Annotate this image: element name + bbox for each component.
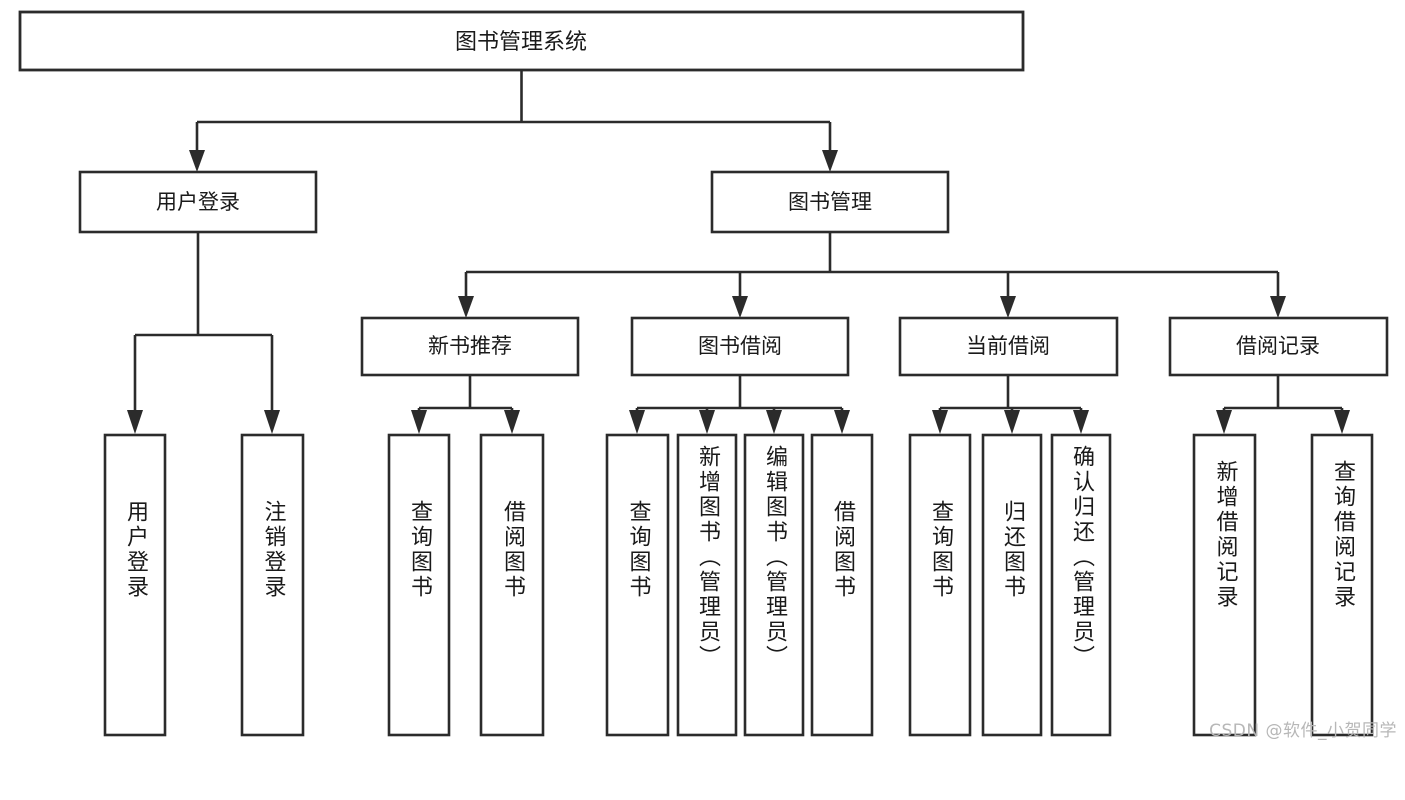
node-root-box[interactable] [18, 10, 1025, 72]
node-book-borrow-box[interactable] [630, 316, 850, 377]
leaf-box-user-login-2[interactable] [240, 433, 305, 737]
arrowhead-current-borrow-leaf-3 [1073, 410, 1089, 434]
leaf-box-book-borrow-4[interactable] [810, 433, 874, 737]
arrowhead-book-mgmt [822, 150, 838, 172]
leaf-box-new-book-rec-1[interactable] [387, 433, 451, 737]
node-book-mgmt-label: 图书管理 [788, 190, 872, 214]
arrowhead-user-login [189, 150, 205, 172]
connector-layer [127, 70, 1350, 434]
leaf-box-current-borrow-3[interactable] [1050, 433, 1112, 737]
watermark-text: CSDN @软件_小贺同学 [1209, 721, 1397, 741]
arrowhead-borrow-record-leaf-1 [1216, 410, 1232, 434]
diagram-canvas: 图书管理系统 用户登录 图书管理 新书推荐 图书借阅 当前借阅 借阅记录 [18, 10, 1389, 737]
leaf-box-user-login-1[interactable] [103, 433, 167, 737]
node-user-login-box[interactable] [78, 170, 318, 234]
arrowhead-new-book-rec-leaf-2 [504, 410, 520, 434]
leaf-box-book-borrow-3[interactable] [743, 433, 805, 737]
arrowhead-book-borrow-leaf-1 [629, 410, 645, 434]
functional-structure-diagram: 图书管理系统 用户登录 图书管理 新书推荐 图书借阅 当前借阅 借阅记录 [18, 10, 1397, 741]
arrowhead-book-borrow-leaf-4 [834, 410, 850, 434]
arrowhead-borrow-record [1270, 296, 1286, 318]
leaf-box-borrow-record-1[interactable] [1192, 433, 1257, 737]
arrowhead-user-login-leaf-2 [264, 410, 280, 434]
node-layer: 图书管理系统 用户登录 图书管理 新书推荐 图书借阅 当前借阅 借阅记录 [18, 10, 1389, 737]
node-user-login-label: 用户登录 [156, 190, 240, 214]
leaf-box-current-borrow-1[interactable] [908, 433, 972, 737]
arrowhead-new-book-rec-leaf-1 [411, 410, 427, 434]
node-current-borrow-label: 当前借阅 [966, 334, 1050, 358]
node-new-book-rec-label: 新书推荐 [428, 334, 512, 358]
arrowhead-new-book-rec [458, 296, 474, 318]
arrowhead-book-borrow-leaf-3 [766, 410, 782, 434]
arrowhead-borrow-record-leaf-2 [1334, 410, 1350, 434]
leaf-box-current-borrow-2[interactable] [981, 433, 1043, 737]
node-borrow-record-box[interactable] [1168, 316, 1389, 377]
node-root-label: 图书管理系统 [455, 30, 587, 55]
leaf-box-borrow-record-2[interactable] [1310, 433, 1374, 737]
node-new-book-rec-box[interactable] [360, 316, 580, 377]
arrowhead-current-borrow [1000, 296, 1016, 318]
arrowhead-current-borrow-leaf-1 [932, 410, 948, 434]
node-book-mgmt-box[interactable] [710, 170, 950, 234]
node-borrow-record-label: 借阅记录 [1236, 334, 1320, 358]
leaf-box-new-book-rec-2[interactable] [479, 433, 545, 737]
arrowhead-user-login-leaf-1 [127, 410, 143, 434]
leaf-box-book-borrow-2[interactable] [676, 433, 738, 737]
node-current-borrow-box[interactable] [898, 316, 1119, 377]
arrowhead-book-borrow-leaf-2 [699, 410, 715, 434]
arrowhead-book-borrow [732, 296, 748, 318]
arrowhead-current-borrow-leaf-2 [1004, 410, 1020, 434]
node-book-borrow-label: 图书借阅 [698, 334, 782, 358]
leaf-box-book-borrow-1[interactable] [605, 433, 670, 737]
